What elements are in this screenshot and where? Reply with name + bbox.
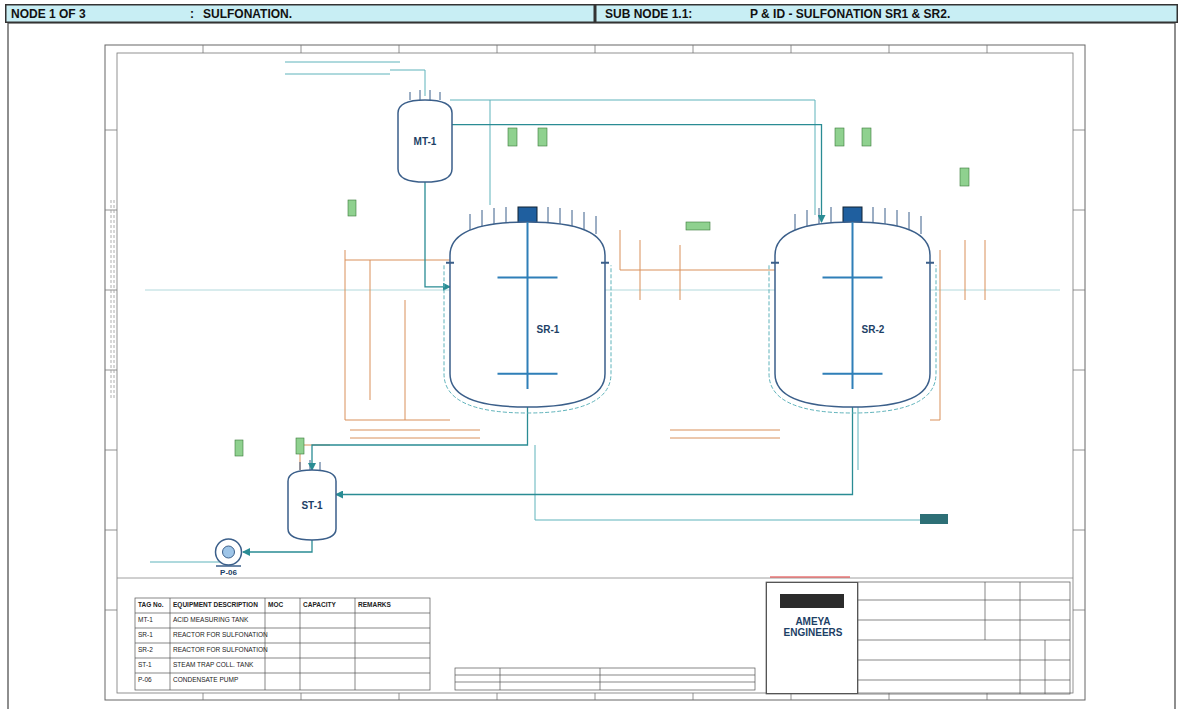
equipment-tag: P-06 xyxy=(219,568,238,577)
equipment-tag: AMEYA ENGINEERS xyxy=(770,616,856,638)
table-cell: SR-1 xyxy=(138,631,153,638)
header-text: SULFONATION. xyxy=(203,7,292,21)
title-block-grid xyxy=(766,577,1070,694)
instrument-tags xyxy=(235,128,969,456)
table-cell: P-06 xyxy=(138,676,152,683)
title-block: AMEYA ENGINEERS xyxy=(766,582,858,694)
header-text: SUB NODE 1.1: xyxy=(605,7,692,21)
table-cell: MT-1 xyxy=(138,616,153,623)
table-cell: TAG No. xyxy=(138,601,164,608)
reactor-vessel: SR-1 xyxy=(450,222,605,407)
pump-symbol: P-06 xyxy=(214,538,243,582)
equipment-tag: SR-1 xyxy=(536,324,561,335)
process-line xyxy=(425,182,450,287)
block-outline xyxy=(766,582,858,694)
collection-tank: ST-1 xyxy=(288,470,336,540)
agitator-motors xyxy=(518,207,862,223)
equipment-tag: SR-2 xyxy=(861,324,886,335)
table-cell: CONDENSATE PUMP xyxy=(173,676,238,683)
table-cell: EQUIPMENT DESCRIPTION xyxy=(173,601,258,608)
table-cell: REACTOR FOR SULFONATION xyxy=(173,646,268,653)
sheet-frame xyxy=(8,23,1175,709)
process-piping xyxy=(150,62,985,562)
reactor-outline xyxy=(450,222,605,407)
process-line xyxy=(452,125,822,222)
table-cell: ACID MEASURING TANK xyxy=(173,616,248,623)
process-line xyxy=(312,407,528,470)
table-cell: REMARKS xyxy=(358,601,391,608)
table-cell: STEAM TRAP COLL. TANK xyxy=(173,661,253,668)
header-outline xyxy=(5,4,595,23)
header-text: : xyxy=(190,7,194,21)
outlet-box xyxy=(920,514,948,524)
equipment-table-grid xyxy=(135,598,755,690)
table-cell: CAPACITY xyxy=(303,601,336,608)
table-cell: REACTOR FOR SULFONATION xyxy=(173,631,268,638)
equipment-tag: ST-1 xyxy=(300,500,323,511)
header-text: P & ID - SULFONATION SR1 & SR2. xyxy=(750,7,950,21)
measuring-tank: MT-1 xyxy=(398,100,452,182)
process-line xyxy=(336,407,853,495)
table-cell: ST-1 xyxy=(138,661,152,668)
table-cell: SR-2 xyxy=(138,646,153,653)
header-text: NODE 1 OF 3 xyxy=(11,7,86,21)
header-cell: SUB NODE 1.1: P & ID - SULFONATION SR1 & … xyxy=(595,4,1178,23)
equipment-tag: MT-1 xyxy=(413,136,438,147)
table-cell: MOC xyxy=(268,601,283,608)
header-cell: NODE 1 OF 3: SULFONATION. xyxy=(5,4,595,23)
process-line xyxy=(243,540,312,552)
reactor-vessel: SR-2 xyxy=(775,222,930,407)
reactor-outline xyxy=(775,222,930,407)
